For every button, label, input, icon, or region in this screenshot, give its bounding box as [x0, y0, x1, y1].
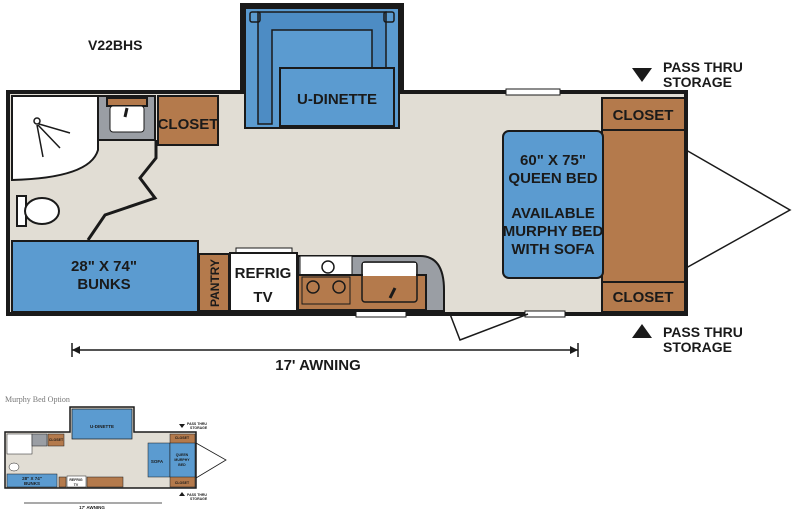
pass-thru-label: STORAGE	[663, 339, 732, 355]
bathroom: CLOSET	[11, 95, 219, 241]
bed-label: QUEEN BED	[508, 170, 597, 187]
main-floorplan: U-DINETTE CLOSET 28" X 74" BUNKS PANTRY …	[6, 3, 792, 374]
faucet-icon	[388, 287, 397, 299]
burner-icon	[321, 260, 335, 274]
bedroom-cabinets	[601, 97, 686, 313]
option-pass-thru: STORAGE	[190, 426, 208, 430]
queen-bed	[502, 130, 604, 279]
bunks-size: 28" X 74"	[71, 258, 137, 275]
closet-bottom-label: CLOSET	[613, 289, 674, 306]
kitchen-sink	[361, 261, 418, 303]
shower	[11, 95, 99, 182]
pass-thru-label: PASS THRU	[663, 59, 743, 75]
bed-note: MURPHY BED	[503, 223, 604, 240]
u-dinette: U-DINETTE	[244, 7, 400, 129]
option-bunks-size: 28" X 74"	[22, 476, 42, 481]
bath-wall	[86, 140, 158, 241]
bed-note: AVAILABLE	[511, 205, 595, 222]
bath-closet-label: CLOSET	[158, 116, 219, 133]
bed-size: 60" X 75"	[520, 152, 586, 169]
burner-icon	[306, 280, 320, 294]
burner-icon	[332, 280, 346, 294]
awning-label: 17' AWNING	[275, 357, 361, 374]
dinette-label: U-DINETTE	[297, 91, 377, 108]
murphy-option-floorplan: U-DINETTE CLOSET 28" X 74" BUNKS REFRIG …	[4, 406, 227, 510]
closet-top-label: CLOSET	[613, 107, 674, 124]
option-bed-label: MURPHY	[174, 458, 190, 462]
pantry-label: PANTRY	[208, 259, 222, 307]
shower-head-icon	[33, 117, 41, 125]
kitchen-counter	[297, 255, 445, 312]
option-bed-label: QUEEN	[176, 453, 189, 457]
option-pass-thru: PASS THRU	[187, 422, 207, 426]
hitch-tongue	[685, 149, 792, 269]
window	[524, 310, 566, 318]
option-pass-thru: STORAGE	[190, 497, 208, 501]
option-pass-thru: PASS THRU	[187, 493, 207, 497]
option-closet-label: CLOSET	[49, 438, 64, 442]
toilet-icon	[24, 197, 60, 225]
option-refrig-label: REFRIG	[69, 478, 83, 482]
bunks-label: BUNKS	[77, 276, 130, 293]
bunks	[11, 240, 199, 313]
option-bed-label: BED	[178, 463, 186, 467]
option-closet-bottom: CLOSET	[175, 481, 190, 485]
tv-label: TV	[253, 289, 272, 306]
pantry	[198, 253, 230, 312]
pass-thru-label: STORAGE	[663, 74, 732, 90]
option-sofa-label: SOFA	[151, 459, 164, 464]
arrow-down-icon	[632, 68, 652, 82]
pass-thru-label: PASS THRU	[663, 324, 743, 340]
option-closet-top: CLOSET	[175, 436, 190, 440]
bed-note: WITH SOFA	[511, 241, 594, 258]
option-bunks-label: BUNKS	[24, 481, 40, 486]
option-awning-label: 17' AWNING	[79, 505, 105, 510]
entry-door	[449, 313, 529, 341]
model-name: V22BHS	[88, 37, 142, 53]
faucet-icon	[123, 107, 129, 118]
awning-dimension: 17' AWNING	[71, 343, 579, 374]
arrow-up-icon	[632, 324, 652, 338]
option-title: Murphy Bed Option	[5, 395, 70, 404]
option-dinette-label: U-DINETTE	[90, 424, 114, 429]
option-tv-label: TV	[74, 483, 79, 487]
window	[505, 88, 561, 96]
bath-closet	[157, 95, 219, 146]
refrig-label: REFRIG	[235, 265, 292, 282]
